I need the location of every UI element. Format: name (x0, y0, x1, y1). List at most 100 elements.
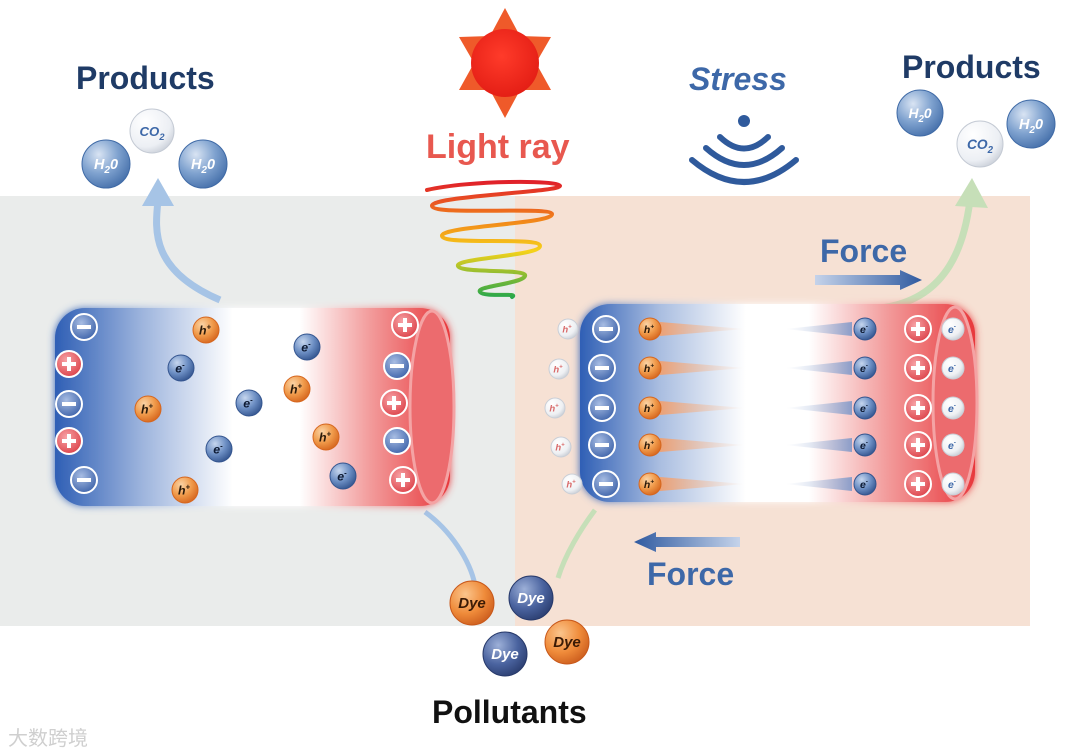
electron-label: e- (860, 402, 868, 414)
dye-label: Dye (517, 590, 545, 607)
h2o-label: H20 (908, 106, 931, 125)
electron-icon (941, 433, 965, 457)
electron-label: e- (948, 362, 956, 374)
hole-label: h+ (644, 323, 654, 335)
electron-label: e- (337, 468, 347, 483)
dye-molecule-icon (449, 580, 495, 626)
hole-label: h+ (644, 362, 654, 374)
stress-icon (689, 115, 799, 185)
h2o-molecule-icon (81, 139, 131, 189)
hole-icon (638, 472, 662, 496)
hole-icon (283, 375, 311, 403)
hole-icon (638, 396, 662, 420)
dye-molecule-icon (482, 631, 528, 677)
hole-icon (638, 433, 662, 457)
dye-label: Dye (491, 646, 519, 663)
h2o-label: H20 (1019, 117, 1043, 136)
hole-icon (557, 318, 579, 340)
left-products-arrowhead (142, 178, 174, 206)
force-arrow-right (815, 270, 922, 290)
electron-label: e- (213, 441, 223, 456)
electron-icon (941, 356, 965, 380)
electron-icon (293, 333, 321, 361)
dye-label: Dye (458, 595, 486, 612)
electron-label: e- (948, 323, 956, 335)
electron-icon (941, 396, 965, 420)
hole-icon (561, 473, 583, 495)
electron-icon (941, 317, 965, 341)
light-ray-label: Light ray (426, 128, 570, 166)
hole-icon (312, 423, 340, 451)
h2o-label: H20 (191, 157, 215, 176)
electron-label: e- (860, 439, 868, 451)
electron-icon (853, 317, 877, 341)
light-wave-icon (425, 179, 563, 299)
co2-molecule-icon (129, 108, 175, 154)
left-pollutant-line (423, 509, 478, 586)
dye-label: Dye (553, 634, 581, 651)
dye-molecule-icon (544, 619, 590, 665)
hole-label: h+ (178, 482, 191, 497)
surface-charges (55, 311, 932, 498)
left-products-arrow (153, 199, 222, 304)
h2o-molecule-icon (178, 139, 228, 189)
hole-label: h+ (290, 381, 303, 396)
electron-label: e- (175, 360, 185, 375)
hole-label: h+ (553, 365, 563, 376)
right-products-arrow (879, 199, 974, 312)
co2-molecule-icon (956, 120, 1004, 168)
force-arrow-left (634, 532, 740, 552)
pollutants-label: Pollutants (432, 694, 587, 730)
force-top-label: Force (820, 233, 908, 269)
co2-label: CO2 (967, 137, 994, 156)
hole-icon (544, 397, 566, 419)
h2o-molecule-icon (896, 89, 944, 137)
electron-icon (329, 462, 357, 490)
electron-icon (853, 396, 877, 420)
watermark-logo: 大数跨境 (8, 726, 88, 750)
products-left-label: Products (76, 60, 215, 96)
electron-label: e- (860, 362, 868, 374)
electron-icon (235, 389, 263, 417)
hole-icon (134, 395, 162, 423)
hole-icon (192, 316, 220, 344)
hole-icon (548, 358, 570, 380)
hole-label: h+ (199, 322, 212, 337)
dye-molecule-icon (508, 575, 554, 621)
hole-icon (638, 356, 662, 380)
hole-label: h+ (644, 478, 654, 490)
electron-icon (941, 472, 965, 496)
electron-icon (853, 356, 877, 380)
electron-icon (205, 435, 233, 463)
left-rod-end (408, 309, 456, 505)
hole-label: h+ (644, 439, 654, 451)
h2o-molecule-icon (1006, 99, 1056, 149)
electron-label: e- (860, 478, 868, 490)
hole-label: h+ (566, 480, 576, 491)
electron-label: e- (948, 402, 956, 414)
right-rod-body (580, 304, 975, 502)
right-pollutant-line (555, 508, 598, 579)
hole-label: h+ (644, 402, 654, 414)
hole-icon (171, 476, 199, 504)
force-bottom-label: Force (647, 556, 735, 592)
carrier-cones (660, 322, 852, 491)
co2-label: CO2 (140, 124, 166, 142)
products-right-label: Products (902, 49, 1041, 85)
electron-label: e- (948, 478, 956, 490)
hole-label: h+ (562, 325, 572, 336)
electron-icon (853, 472, 877, 496)
hole-label: h+ (141, 401, 154, 416)
sun-icon (459, 8, 551, 118)
electron-label: e- (243, 395, 253, 410)
electron-label: e- (948, 439, 956, 451)
hole-label: h+ (555, 443, 565, 454)
h2o-label: H20 (94, 157, 118, 176)
electron-label: e- (301, 339, 311, 354)
hole-label: h+ (549, 404, 559, 415)
electron-icon (167, 354, 195, 382)
